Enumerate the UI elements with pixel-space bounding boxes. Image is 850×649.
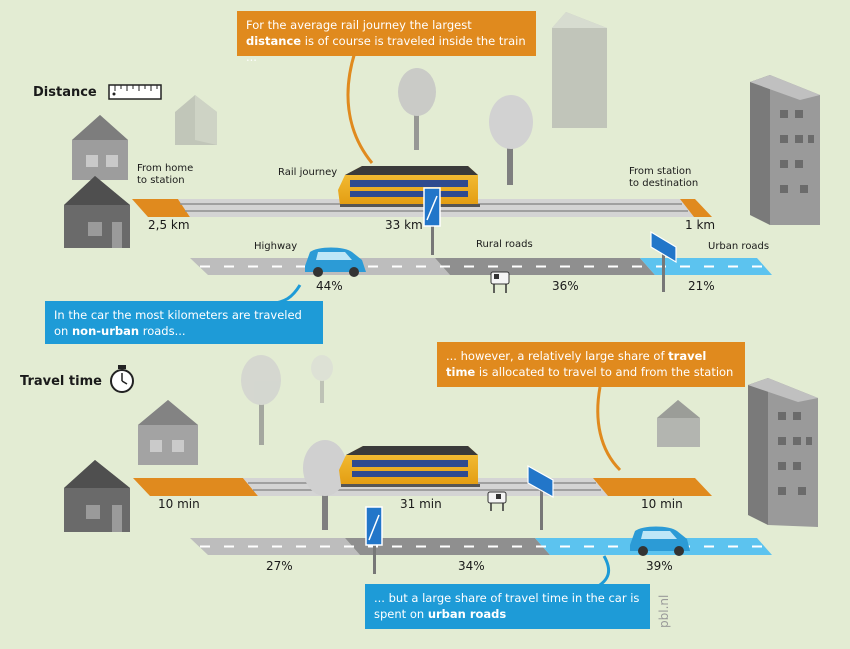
dest-distance-value: 1 km xyxy=(685,218,716,232)
rail-distance-value: 33 km xyxy=(385,218,423,232)
tree-icon xyxy=(303,440,347,530)
callout-time-post: is allocated to travel to and from the s… xyxy=(475,365,734,379)
cow-icon xyxy=(490,271,510,293)
road-bottom xyxy=(190,538,772,555)
dest-time-value: 10 min xyxy=(641,497,683,511)
callout-time-bold: travel time xyxy=(446,349,707,379)
credit-label: pbl.nl xyxy=(657,594,671,628)
tree-icon xyxy=(311,355,333,403)
from-home-label-2: to station xyxy=(137,175,185,186)
house-icon xyxy=(64,460,130,532)
highway-label: Highway xyxy=(254,241,298,252)
home-time-value: 10 min xyxy=(158,497,200,511)
house-icon xyxy=(175,95,217,145)
pct-highway-time: 27% xyxy=(266,559,293,573)
home-distance-value: 2,5 km xyxy=(148,218,190,232)
callout-car-distance: In the car the most kilometers are trave… xyxy=(45,301,323,344)
urban-roads-label: Urban roads xyxy=(708,241,770,252)
road-sign-icon xyxy=(650,230,677,292)
pct-highway-distance: 44% xyxy=(316,279,343,293)
callout-distance-post: is of course is traveled inside the trai… xyxy=(246,34,526,64)
travel-time-title: Travel time xyxy=(20,374,102,389)
house-icon xyxy=(64,176,130,248)
callout-travel-time: ... however, a relatively large share of… xyxy=(437,342,745,387)
callout-car-pre: In the car the most kilometers are trave… xyxy=(54,308,302,338)
building-icon xyxy=(552,12,607,128)
callout-bottom-pre: ... but a large share of travel time in … xyxy=(374,591,640,621)
car-icon xyxy=(630,526,690,556)
pct-rural-time: 34% xyxy=(458,559,485,573)
cow-icon xyxy=(487,491,507,511)
road-sign-icon xyxy=(527,464,554,530)
callout-time-pre: ... however, a relatively large share of xyxy=(446,349,669,363)
station-dest-label-2: to destination xyxy=(629,178,699,189)
callout-distance-bold: distance xyxy=(246,34,302,48)
train-icon xyxy=(338,166,480,207)
house-icon xyxy=(657,400,700,447)
tree-icon xyxy=(489,95,533,185)
callout-bottom-bold: urban roads xyxy=(427,607,507,621)
building-icon xyxy=(750,75,820,225)
train-icon xyxy=(339,446,480,487)
from-home-label-1: From home xyxy=(137,163,194,174)
road-sign-icon xyxy=(365,506,383,574)
callout-car-time: ... but a large share of travel time in … xyxy=(365,584,650,629)
road-top xyxy=(190,258,772,275)
distance-title: Distance xyxy=(33,85,97,100)
pct-urban-distance: 21% xyxy=(688,279,715,293)
callout-distance: For the average rail journey the largest… xyxy=(237,11,536,64)
pct-urban-time: 39% xyxy=(646,559,673,573)
rural-roads-label: Rural roads xyxy=(476,239,533,250)
house-icon xyxy=(72,115,128,180)
tree-icon xyxy=(241,355,281,445)
car-icon xyxy=(305,247,366,277)
road-sign-icon xyxy=(423,187,441,255)
callout-distance-pre: For the average rail journey the largest xyxy=(246,18,472,32)
tree-icon xyxy=(398,68,436,150)
rail-journey-label: Rail journey xyxy=(278,167,338,178)
pct-rural-distance: 36% xyxy=(552,279,579,293)
stopwatch-icon xyxy=(110,365,134,393)
station-dest-label-1: From station xyxy=(629,166,692,177)
callout-car-bold: non-urban xyxy=(71,324,140,338)
callout-car-post: roads... xyxy=(139,324,186,338)
house-icon xyxy=(138,400,198,465)
rail-time-value: 31 min xyxy=(400,497,442,511)
building-icon xyxy=(748,378,818,527)
ruler-icon xyxy=(108,84,162,100)
